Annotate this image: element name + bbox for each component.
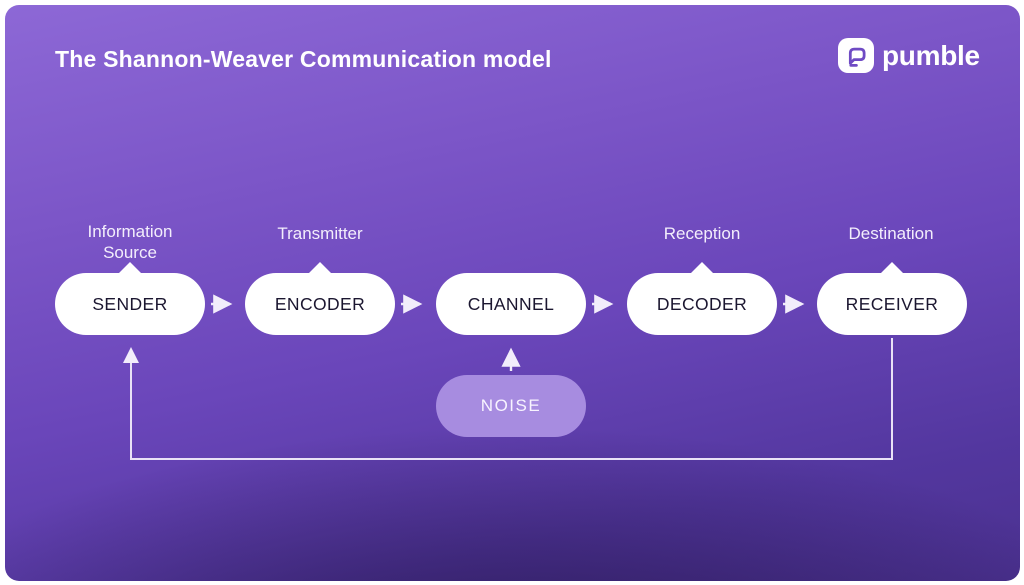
node-decoder: DECODER: [627, 262, 777, 335]
node-noise: NOISE: [436, 375, 586, 437]
node-noise-label: NOISE: [480, 396, 542, 415]
annotation-transmitter: Transmitter: [277, 224, 363, 243]
pumble-logo-text: pumble: [882, 39, 980, 71]
node-tail-pointer: [308, 262, 332, 274]
pumble-logo: pumble: [838, 38, 980, 73]
speech-bubble-icon: [838, 38, 874, 73]
node-encoder-label: ENCODER: [274, 293, 366, 314]
annotation-reception: Reception: [663, 224, 741, 243]
node-tail-pointer: [118, 262, 142, 274]
page-title: The Shannon-Weaver Communication model: [55, 46, 552, 72]
node-tail-pointer: [880, 262, 904, 274]
annotation-information-source: Information Source: [87, 222, 173, 262]
node-sender: SENDER: [55, 262, 205, 335]
node-receiver: RECEIVER: [817, 262, 967, 335]
node-decoder-label: DECODER: [656, 293, 748, 314]
node-channel-label: CHANNEL: [467, 293, 555, 314]
node-encoder: ENCODER: [245, 262, 395, 335]
node-channel: CHANNEL: [436, 273, 586, 335]
annotation-destination: Destination: [848, 224, 934, 243]
node-sender-label: SENDER: [92, 293, 168, 314]
node-receiver-label: RECEIVER: [845, 293, 939, 314]
node-tail-pointer: [690, 262, 714, 274]
